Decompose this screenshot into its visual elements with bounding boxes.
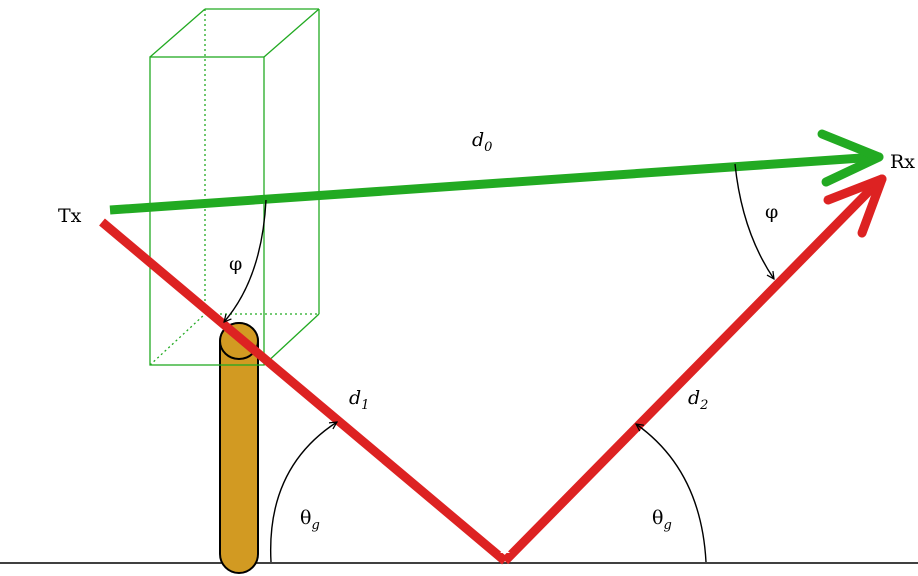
phi-left-label: φ	[229, 253, 242, 275]
rx-label: Rx	[890, 151, 915, 173]
d1-label: d1	[349, 387, 369, 413]
tx-label: Tx	[58, 205, 82, 227]
pole	[219, 322, 259, 574]
d2-label: d2	[688, 387, 708, 413]
theta-left-arc	[269, 422, 337, 563]
d0-label: d0	[472, 129, 492, 155]
phi-left-arc	[224, 199, 267, 322]
phi-right-arc	[734, 163, 774, 279]
reflection-point	[500, 549, 510, 553]
reflected-ray	[99, 174, 887, 565]
theta-right-label: θg	[652, 507, 672, 533]
phi-right-label: φ	[765, 201, 778, 223]
building-wireframe	[149, 8, 320, 366]
theta-right-arc	[636, 424, 707, 563]
direct-ray	[109, 129, 884, 215]
theta-left-label: θg	[300, 507, 320, 533]
